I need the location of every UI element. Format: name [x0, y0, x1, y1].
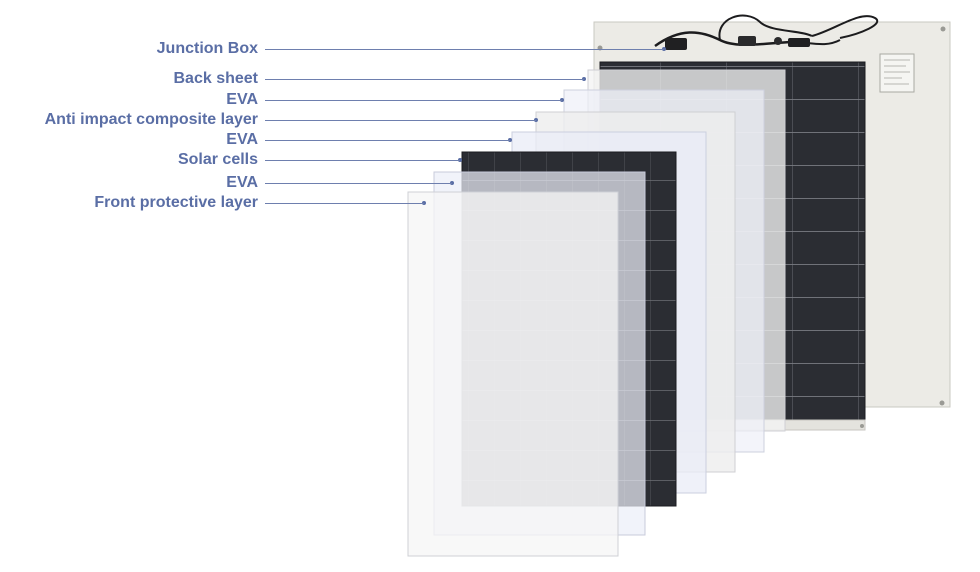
leader-eva-2 — [265, 140, 510, 141]
leader-eva-1 — [265, 100, 562, 101]
spec-label-plate — [879, 53, 915, 93]
label-back-sheet: Back sheet — [173, 70, 259, 87]
leader-solar-cells — [265, 160, 460, 161]
leader-junction-box — [265, 49, 664, 50]
leader-anchors — [422, 47, 666, 205]
junction-box-cables — [654, 14, 879, 50]
leader-anti-impact — [265, 120, 536, 121]
label-eva-3: EVA — [226, 174, 258, 191]
leader-eva-3 — [265, 183, 452, 184]
label-junction-box: Junction Box — [156, 40, 258, 57]
layer-front-protective-film — [407, 191, 619, 557]
label-solar-cells: Solar cells — [177, 151, 258, 168]
label-front-protective: Front protective layer — [94, 194, 258, 211]
label-anti-impact: Anti impact composite layer — [44, 111, 258, 128]
leader-front-protective — [265, 203, 424, 204]
leader-back-sheet — [265, 79, 584, 80]
label-eva-2: EVA — [226, 131, 258, 148]
label-eva-1: EVA — [226, 91, 258, 108]
